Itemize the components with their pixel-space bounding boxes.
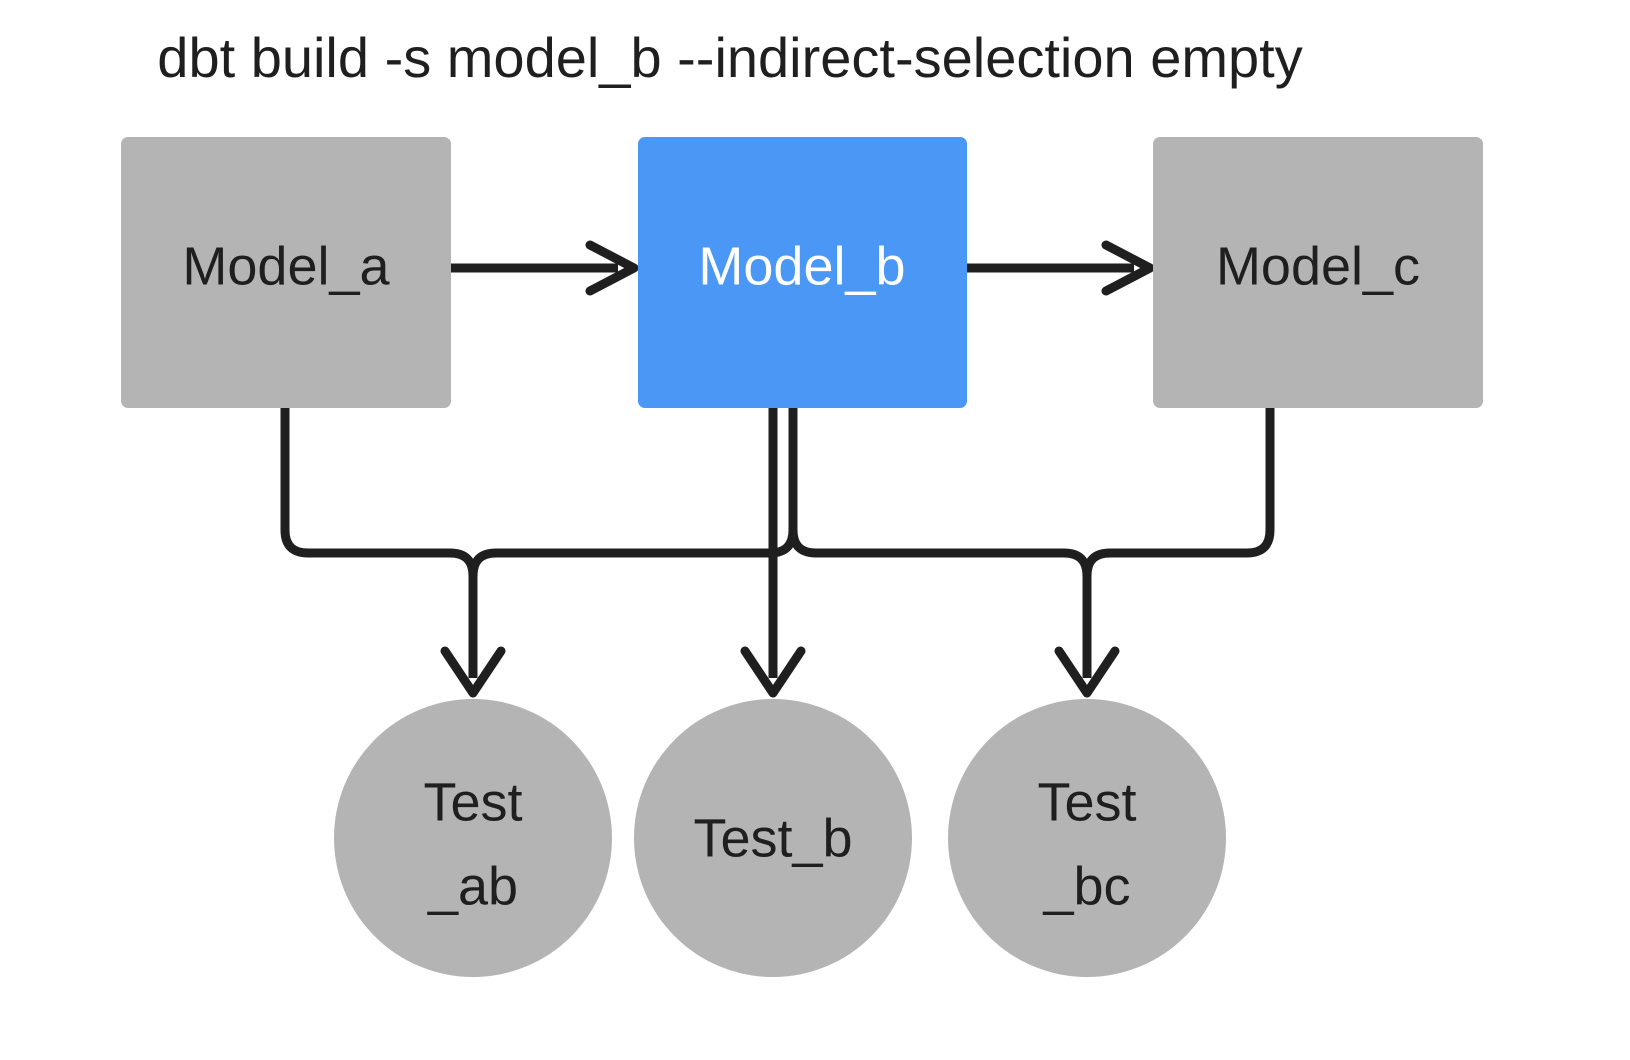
edge-model-a-to-model-b [451, 240, 639, 296]
model-node-model-b[interactable]: Model_b [638, 137, 967, 408]
model-b-box[interactable] [638, 137, 967, 408]
model-c-label: Model_c [1216, 236, 1420, 296]
model-node-model-c[interactable]: Model_c [1153, 137, 1483, 408]
arrow-head-icon [585, 240, 639, 296]
test-b-label-line1: Test_b [693, 808, 852, 868]
model-b-label: Model_b [698, 236, 905, 296]
arrow-head-icon [440, 646, 506, 698]
test-b-circle[interactable] [634, 699, 912, 977]
test-node-test-ab[interactable]: Test _ab [334, 699, 612, 977]
test-ab-circle[interactable] [334, 699, 612, 977]
edge-line [1082, 408, 1275, 577]
model-a-box[interactable] [121, 137, 451, 408]
diagram-title: dbt build -s model_b --indirect-selectio… [157, 26, 1302, 89]
edge-model-b-to-model-c [967, 240, 1155, 296]
arrow-head-icon [740, 646, 806, 698]
edge-line [280, 408, 478, 678]
arrow-head-icon [1054, 646, 1120, 698]
test-bc-circle[interactable] [948, 699, 1226, 977]
test-ab-label-line1: Test [423, 772, 522, 832]
edge-model-a-to-test-ab [280, 408, 506, 698]
test-node-test-bc[interactable]: Test _bc [948, 699, 1226, 977]
edge-line [788, 408, 1092, 678]
edge-model-b-to-test-ab [468, 408, 798, 577]
model-c-box[interactable] [1153, 137, 1483, 408]
test-bc-label-line2: _bc [1042, 856, 1130, 916]
model-a-label: Model_a [182, 236, 390, 296]
edge-layer [280, 240, 1275, 698]
test-bc-label-line1: Test [1037, 772, 1136, 832]
edge-line [468, 408, 798, 577]
edge-model-c-to-test-bc [1082, 408, 1275, 577]
test-ab-label-line2: _ab [427, 856, 518, 916]
test-node-test-b[interactable]: Test_b [634, 699, 912, 977]
model-node-model-a[interactable]: Model_a [121, 137, 451, 408]
arrow-head-icon [1101, 240, 1155, 296]
edge-model-b-to-test-bc [788, 408, 1120, 698]
edge-model-b-to-test-b [740, 408, 806, 698]
